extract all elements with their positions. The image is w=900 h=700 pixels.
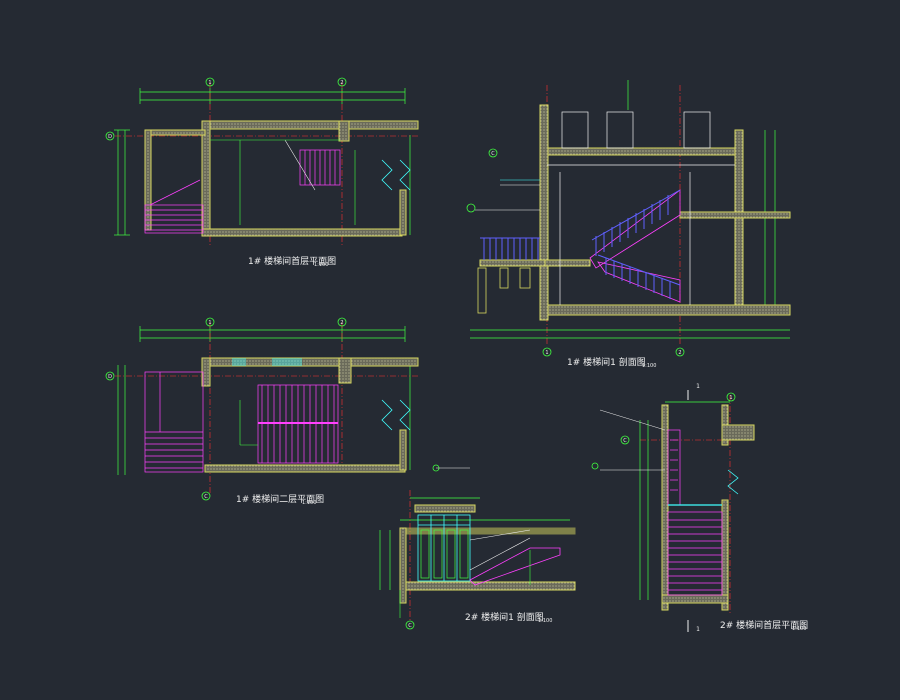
- section-mark: 1: [696, 383, 700, 390]
- axis-label: 2: [678, 350, 681, 356]
- drawing-title-section-1: 1# 楼梯间1 剖面图: [567, 358, 646, 368]
- axis-label: D: [108, 374, 112, 380]
- axis-label: C: [408, 623, 412, 629]
- section-mark: 1: [696, 626, 700, 633]
- section-2: C: [379, 464, 576, 630]
- axis-label: 1: [545, 350, 548, 356]
- drawing-scale-plan-3: 1:100: [792, 626, 807, 632]
- axis-label: C: [623, 438, 627, 444]
- axis-label: 1: [729, 395, 732, 401]
- axis-label: C: [491, 151, 495, 157]
- drawing-title-plan-1: 1# 楼梯间首层平面图: [248, 257, 337, 267]
- plan-3-first-floor: 1 C 1 1: [591, 383, 755, 633]
- drawing-scale-plan-2: 1:100: [302, 500, 317, 506]
- axis-label: C: [204, 494, 208, 500]
- section-1: 1 2 C: [466, 80, 791, 357]
- drawing-scale-section-2: 1:100: [538, 618, 553, 624]
- axis-label: 2: [340, 80, 343, 86]
- drawing-scale-section-1: 1:100: [642, 363, 657, 369]
- plan-1-first-floor: 1 2 D: [105, 77, 420, 245]
- plan-2-second-floor: 1 2 D C: [105, 317, 420, 501]
- axis-label: D: [108, 134, 112, 140]
- drawing-title-section-2: 2# 楼梯间1 剖面图: [465, 613, 544, 623]
- axis-label: 2: [340, 320, 343, 326]
- axis-label: 1: [208, 320, 211, 326]
- axis-label: 1: [208, 80, 211, 86]
- drawing-scale-plan-1: 1:100: [314, 262, 329, 268]
- drawing-title-plan-2: 1# 楼梯间二层平面图: [236, 495, 325, 505]
- drawing-title-plan-3: 2# 楼梯间首层平面图: [720, 621, 809, 631]
